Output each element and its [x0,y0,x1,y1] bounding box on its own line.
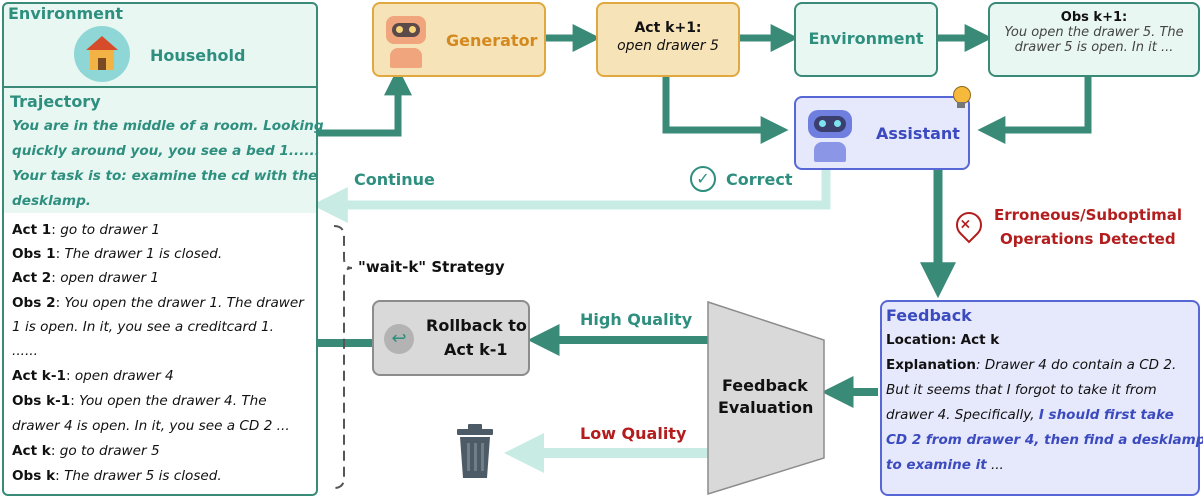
act-body: open drawer 5 [617,38,719,54]
generator-label: Generator [446,31,538,50]
trajectory-line: Act 1: go to drawer 1 [12,222,161,238]
assistant-box: Assistant [794,96,970,170]
correct-label: Correct [726,170,793,189]
wait-k-label: "wait-k" Strategy [358,258,505,276]
arrow-trajectory-to-generator [318,67,412,137]
trajectory-panel: Trajectory You are in the middle of a ro… [2,88,324,496]
trajectory-line: ...... [12,343,38,359]
trajectory-line: Obs k: The drawer 5 is closed. [12,468,222,484]
evaluation-label-line: Feedback [722,376,808,395]
evaluation-trapezoid [707,300,825,496]
high-quality-label: High Quality [580,310,693,329]
feedback-box: Feedback Location: Act k Explanation: Dr… [880,300,1203,496]
evaluation-label-line: Evaluation [718,398,814,417]
feedback-highlight-line: CD 2 from drawer 4, then find a desklamp [886,432,1203,448]
trajectory-intro-line: You are in the middle of a room. Looking [12,118,324,134]
feedback-explanation-line: Explanation: Drawer 4 do contain a CD 2. [886,357,1177,373]
trajectory-line: Obs 2: You open the drawer 1. The drawer [12,295,304,311]
arrow-continue [311,170,831,223]
environment-name: Household [150,46,246,65]
generator-robot-icon [382,12,430,68]
generator-box: Generator [372,2,546,77]
arrow-act-to-assistant [662,77,789,144]
low-quality-label: Low Quality [580,424,687,443]
trajectory-line: Obs 1: The drawer 1 is closed. [12,246,223,262]
trajectory-line: Act k-1: open drawer 4 [12,368,174,384]
trajectory-line: Act k: go to drawer 5 [12,443,160,459]
feedback-explanation-line: drawer 4. Specifically, I should first t… [886,407,1174,423]
act-title: Act k+1: [634,20,702,36]
obs-line: You open the drawer 5. The [1004,25,1184,40]
trajectory-line: Obs k-1: You open the drawer 4. The [12,393,267,409]
environment-box: Environment [794,2,938,77]
environment-panel: Environment Household [2,2,318,88]
error-label-line: Erroneous/Suboptimal [994,206,1183,224]
feedback-explanation-line: But it seems that I forgot to take it fr… [886,382,1157,398]
environment-title: Environment [8,4,124,23]
trajectory-intro-line: desklamp. [12,193,91,209]
lightbulb-icon [950,84,974,114]
trajectory-line: Act 2: open drawer 1 [12,270,160,286]
trash-icon [457,424,493,478]
obs-box: Obs k+1: You open the drawer 5. The draw… [988,2,1200,77]
trajectory-line: 1 is open. In it, you see a creditcard 1… [12,319,274,335]
wait-k-bracket [333,225,353,489]
rollback-label-line: Act k-1 [444,340,508,359]
error-label-line: Operations Detected [1000,230,1176,248]
feedback-location: Location: Act k [886,332,1000,348]
check-circle-icon: ✓ [690,166,716,192]
assistant-label: Assistant [876,124,960,143]
feedback-title: Feedback [886,306,972,325]
rollback-icon: ↩ [384,324,414,354]
obs-line: drawer 5 is open. In it ... [1014,40,1174,55]
trajectory-header [4,88,316,213]
trajectory-title: Trajectory [10,92,101,111]
trajectory-line: drawer 4 is open. In it, you see a CD 2 … [12,418,290,434]
rollback-label-line: Rollback to [426,316,527,335]
rollback-box: ↩ Rollback to Act k-1 [372,300,530,376]
trajectory-intro-line: Your task is to: examine the cd with the [12,168,318,184]
environment-box-label: Environment [808,29,924,48]
act-box: Act k+1: open drawer 5 [596,2,740,77]
trajectory-intro-line: quickly around you, you see a bed 1.....… [12,143,320,159]
continue-label: Continue [354,170,435,189]
feedback-highlight-line: to examine it ... [886,457,1004,473]
obs-title: Obs k+1: [1060,10,1128,25]
arrow-obs-to-assistant [977,77,1092,144]
house-icon [74,26,130,82]
assistant-robot-icon [804,106,856,164]
